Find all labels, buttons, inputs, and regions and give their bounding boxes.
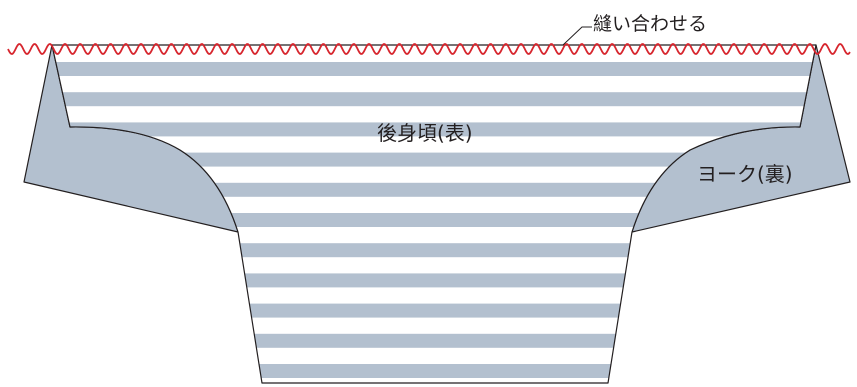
- yoke-label: ヨーク(裏): [697, 162, 793, 186]
- body-stripe: [52, 364, 816, 378]
- body-stripe: [52, 213, 816, 227]
- body-stripe: [52, 92, 816, 107]
- body-stripe: [52, 303, 816, 318]
- stitch-annotation-label: 縫い合わせる: [593, 13, 707, 35]
- stitch-wavy-line: [7, 43, 851, 55]
- back-body-piece: [52, 45, 816, 383]
- back-body-outline: [51, 44, 817, 384]
- back-body-label: 後身頃(表): [377, 121, 473, 145]
- body-stripe: [52, 122, 816, 137]
- annotation-leader-line: [562, 26, 592, 46]
- body-stripe: [52, 62, 816, 76]
- body-stripe: [52, 152, 816, 167]
- body-stripe: [52, 243, 816, 258]
- body-stripe: [52, 333, 816, 348]
- body-stripe: [52, 273, 816, 288]
- body-stripe: [52, 182, 816, 197]
